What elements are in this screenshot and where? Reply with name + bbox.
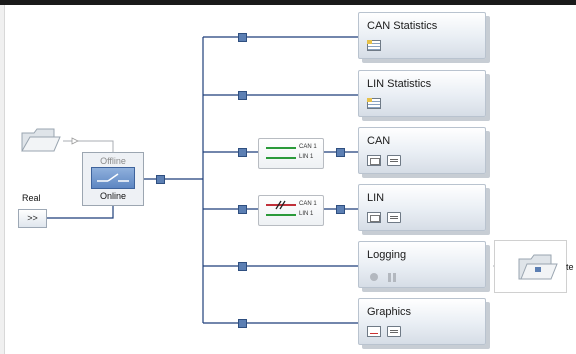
logging-target-label: te <box>566 262 574 272</box>
bus-node[interactable] <box>238 262 247 271</box>
top-border <box>0 0 576 5</box>
trace-window-icon[interactable] <box>367 154 381 166</box>
lin-statistics-block[interactable]: LIN Statistics <box>358 70 486 117</box>
logging-target-box[interactable] <box>494 240 567 293</box>
statistics-icon[interactable] <box>367 97 381 109</box>
pause-icon[interactable] <box>388 272 396 282</box>
can-statistics-block[interactable]: CAN Statistics <box>358 12 486 59</box>
online-label: Online <box>99 191 126 201</box>
filter-channel-label: LIN 1 <box>299 154 314 160</box>
switch-icon <box>91 167 135 189</box>
lin-filter-block[interactable]: CAN 1 LIN 1 <box>258 195 324 226</box>
filter-channel-label: LIN 1 <box>299 211 314 217</box>
bus-node[interactable] <box>336 148 345 157</box>
bus-node[interactable] <box>336 205 345 214</box>
lin-trace-block[interactable]: LIN <box>358 184 486 231</box>
block-title: CAN Statistics <box>367 20 438 32</box>
can-channel-blocked-line <box>266 204 296 206</box>
message-icon[interactable] <box>387 325 401 337</box>
left-border <box>0 5 5 354</box>
bus-node[interactable] <box>238 205 247 214</box>
block-title: Graphics <box>367 306 412 318</box>
logging-block[interactable]: Logging <box>358 241 486 288</box>
message-icon[interactable] <box>387 211 401 223</box>
offline-label: Offline <box>100 156 126 166</box>
trace-window-icon[interactable] <box>367 211 381 223</box>
real-button[interactable]: >> <box>18 209 47 228</box>
bus-node[interactable] <box>238 148 247 157</box>
mode-switch[interactable]: Offline Online <box>82 152 144 206</box>
graph-window-icon[interactable] <box>367 325 381 337</box>
block-title: Logging <box>367 249 407 261</box>
bus-node[interactable] <box>238 91 247 100</box>
real-label: Real <box>22 193 41 203</box>
can-trace-block[interactable]: CAN <box>358 127 486 174</box>
block-title: CAN <box>367 135 391 147</box>
block-title: LIN <box>367 192 385 204</box>
can-filter-block[interactable]: CAN 1 LIN 1 <box>258 138 324 169</box>
lin-channel-line <box>266 157 296 159</box>
block-title: LIN Statistics <box>367 78 432 90</box>
filter-channel-label: CAN 1 <box>299 144 317 150</box>
folder-icon[interactable] <box>517 251 559 283</box>
record-icon[interactable] <box>370 273 378 281</box>
folder-icon[interactable] <box>20 125 62 155</box>
lin-channel-line <box>266 214 296 216</box>
bus-node[interactable] <box>238 33 247 42</box>
message-icon[interactable] <box>387 154 401 166</box>
can-channel-line <box>266 147 296 149</box>
statistics-icon[interactable] <box>367 39 381 51</box>
graphics-block[interactable]: Graphics <box>358 298 486 345</box>
bus-node[interactable] <box>156 175 165 184</box>
bus-node[interactable] <box>238 319 247 328</box>
filter-channel-label: CAN 1 <box>299 201 317 207</box>
blocked-icon <box>275 200 286 210</box>
